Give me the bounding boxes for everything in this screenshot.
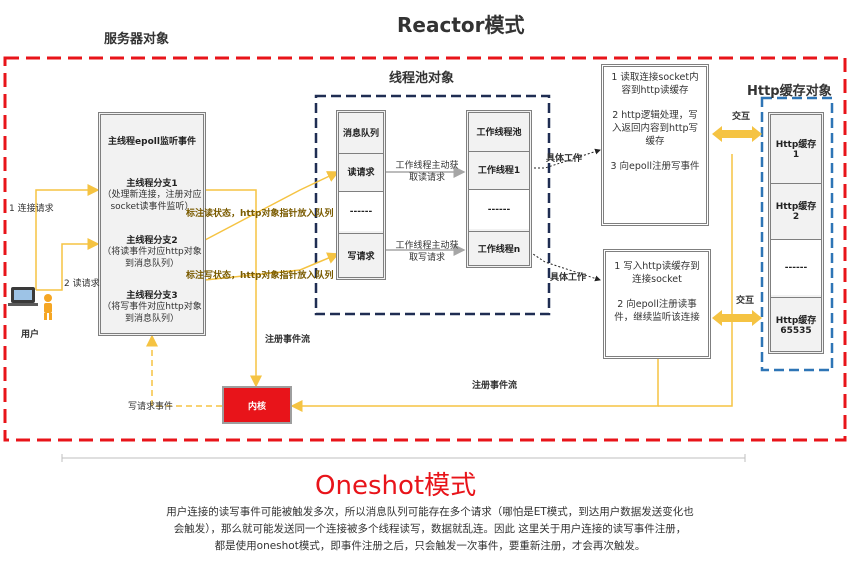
cache-65535: Http缓存65535 [771,297,821,351]
write-event-label: 写请求事件 [128,402,174,412]
thread-pool-title: 线程池对象 [389,71,455,86]
oneshot-line-1: 用户连接的读写事件可能被触发多次，所以消息队列可能存在多个请求（哪怕是ET模式，… [166,506,694,518]
step-b2: 2 向epoll注册读事件，继续监听该连接 [614,299,700,323]
user-person-icon [44,294,52,320]
fetch-read-label: 工作线程主动获取读请求 [395,161,459,183]
work-label-1: 具体工作 [546,154,583,164]
main-thread-epoll: 主线程epoll监听事件 [101,115,203,165]
oneshot-line-3: 都是使用oneshot模式，即事件注册之后，只会触发一次事件，要重新注册，才会再… [214,540,646,552]
reactor-frame [3,56,847,442]
exchange-arrow-1 [712,126,762,142]
mark-write-line [204,252,340,281]
branch-2: 主线程分支2 （将读事件对应http对象到消息队列） [101,224,203,278]
fetch-write-label: 工作线程主动获取写请求 [395,241,459,263]
cache-1: Http缓存1 [771,115,821,181]
oneshot-title: Oneshot模式 [315,471,477,501]
work-label-2: 具体工作 [550,273,587,283]
connect-request-label: 1 连接请求 [9,204,54,214]
register-flow-left-label: 注册事件流 [265,335,311,345]
steps-box-write: 1 写入http读缓存到连接socket 2 向epoll注册读事件，继续监听该… [603,249,711,359]
kernel-box: 内核 [222,386,292,424]
read-request-label: 2 读请求 [64,279,100,289]
exchange-label-2: 交互 [736,296,755,306]
step-a1: 1 读取连接socket内容到http读缓存 [611,72,699,96]
queue-mid: ------ [339,191,383,231]
http-cache-frame [760,96,834,372]
branch-1-title: 主线程分支1 [126,178,178,189]
pool-header: 工作线程池 [469,113,529,149]
mark-read-annotation: 标注读状态，http对象指针放入队列 [186,209,334,219]
branch-3-desc: （将写事件对应http对象到消息队列） [102,302,202,324]
oneshot-line-2: 会触发），那么就可能发送同一个连接被多个线程读写，数据就乱连。因此 这里关于用户… [173,523,687,535]
server-object-title: 服务器对象 [104,32,170,47]
exchange-arrow-2 [712,310,762,326]
branch-3: 主线程分支3 （将写事件对应http对象到消息队列） [101,280,203,333]
queue-write: 写请求 [339,233,383,277]
write-event-line [146,334,222,407]
cache-mid: ------ [771,239,821,295]
branch-2-desc: （将读事件对应http对象到消息队列） [102,246,202,269]
page-title: Reactor模式 [397,13,525,37]
cache-2: Http缓存2 [771,183,821,237]
worker-n: 工作线程n [469,231,529,265]
read-request-line [36,238,100,291]
http-cache-title: Http缓存对象 [747,84,832,99]
connect-request-line [35,184,100,290]
step-a2: 2 http逻辑处理，写入返回内容到http写缓存 [611,110,698,147]
worker-1: 工作线程1 [469,151,529,187]
mark-read-line [204,171,340,241]
register-flow-bottom-label: 注册事件流 [472,381,518,391]
queue-read: 读请求 [339,153,383,189]
work-arrow-1 [530,148,601,169]
step-a3: 3 向epoll注册写事件 [610,161,700,172]
steps-box-read: 1 读取连接socket内容到http读缓存 2 http逻辑处理，写入返回内容… [601,64,709,226]
step-b1: 1 写入http读缓存到连接socket [614,261,700,285]
queue-header: 消息队列 [339,113,383,151]
laptop-icon [8,287,38,306]
worker-mid: ------ [469,189,529,229]
exchange-label-1: 交互 [732,112,751,122]
mark-write-annotation: 标注写状态，http对象指针放入队列 [186,271,334,281]
branch-3-title: 主线程分支3 [126,291,178,301]
branch-1-desc: （处理新连接，注册对应socket读事件监听） [102,189,202,212]
register-flow-right-line [658,154,733,407]
work-arrow-2 [529,251,601,282]
oneshot-description: 用户连接的读写事件可能被触发多次，所以消息队列可能存在多个请求（哪怕是ET模式，… [60,504,800,555]
branch-1: 主线程分支1 （处理新连接，注册对应socket读事件监听） [101,166,203,222]
user-label: 用户 [21,330,40,340]
register-flow-left-line [205,189,262,388]
branch-2-title: 主线程分支2 [126,235,178,246]
